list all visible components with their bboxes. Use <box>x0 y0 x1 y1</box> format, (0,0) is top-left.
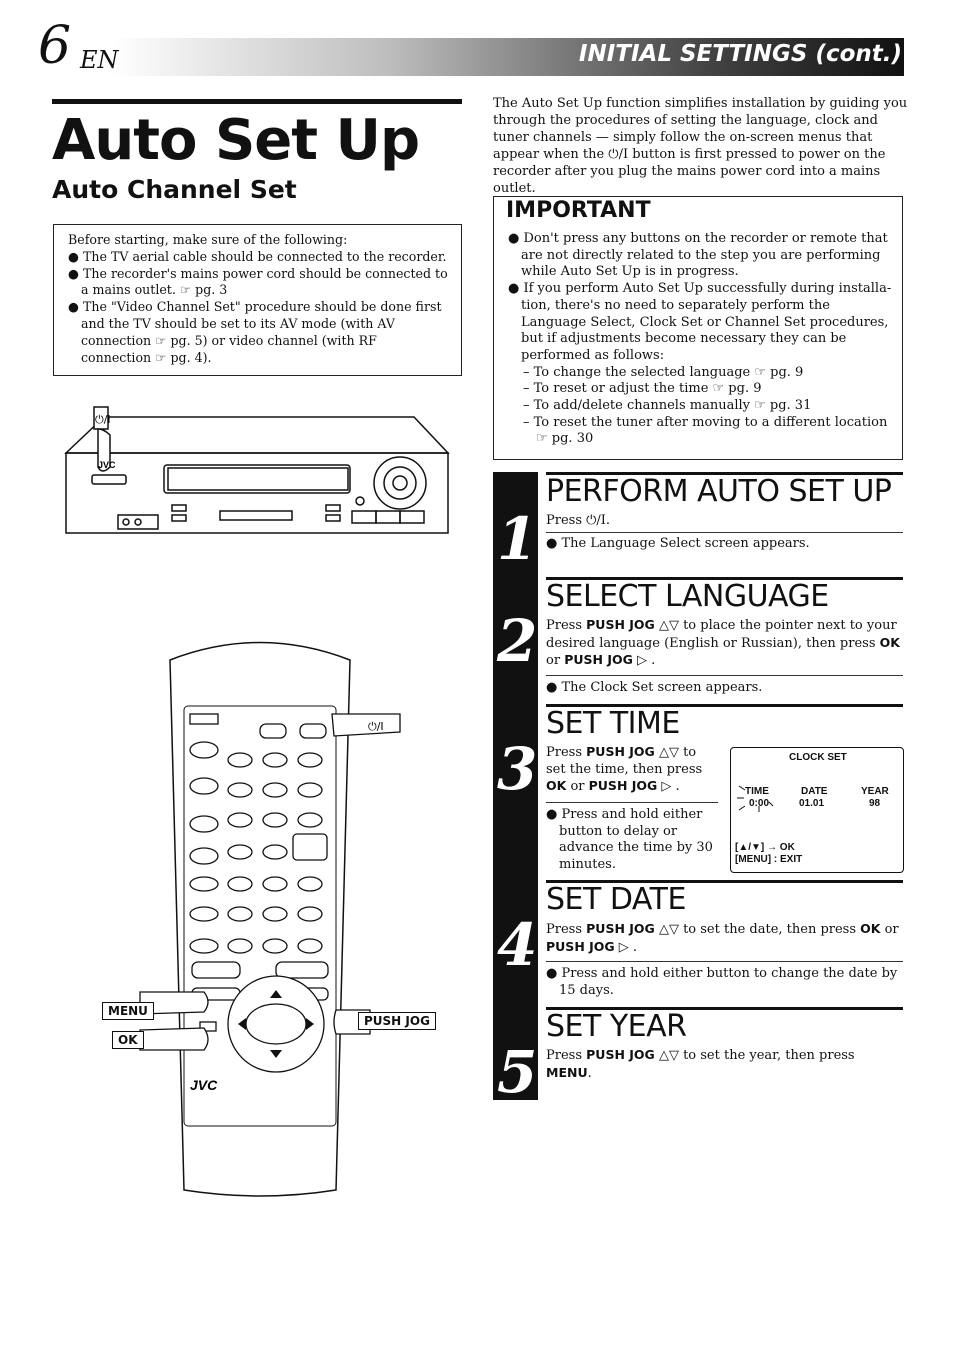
important-item: ● If you perform Auto Set Up successfull… <box>508 281 892 363</box>
vcr-illustration: JVC ⏻/I <box>64 406 450 534</box>
divider <box>546 532 903 533</box>
divider <box>546 675 903 676</box>
step-number: 3 <box>497 735 538 803</box>
step-number: 1 <box>497 505 538 573</box>
prerequisites-box: Before starting, make sure of the follow… <box>53 224 462 376</box>
year-value: 98 <box>869 798 881 809</box>
ok-callout: OK <box>112 1031 144 1049</box>
clock-nav-hint: [▲/▼] → OK <box>735 842 795 853</box>
header-bar <box>112 38 904 76</box>
intro-paragraph: The Auto Set Up function simplifies inst… <box>493 96 908 196</box>
divider <box>546 802 718 803</box>
menu-callout: MENU <box>102 1002 154 1020</box>
remote-power-label: ⏻/I <box>368 720 384 733</box>
step-number: 5 <box>497 1038 538 1106</box>
important-item: ● Don't press any buttons on the recorde… <box>508 231 888 280</box>
step-rule <box>546 577 903 580</box>
date-value: 01.01 <box>799 798 825 809</box>
prerequisite-item: ● The TV aerial cable should be connecte… <box>68 248 447 264</box>
vcr-power-label: ⏻/I <box>95 413 111 426</box>
remote-buttons <box>189 713 329 1073</box>
title-rule <box>52 99 462 104</box>
step-note: ● Press and hold either button to change… <box>546 966 898 998</box>
divider <box>546 961 903 962</box>
page-title: Auto Set Up <box>52 108 420 173</box>
prerequisites-intro: Before starting, make sure of the follow… <box>68 232 348 247</box>
step-text: Press PUSH JOG △▽ to place the pointer n… <box>546 617 900 669</box>
date-label: DATE <box>801 786 828 797</box>
time-value: 0:00 <box>749 798 770 809</box>
clock-screen-title: CLOCK SET <box>789 752 847 763</box>
push-jog-callout: PUSH JOG <box>358 1012 436 1030</box>
important-title: IMPORTANT <box>506 198 651 223</box>
step-text: Press PUSH JOG △▽ to set the year, then … <box>546 1047 855 1081</box>
step-rule <box>546 472 903 475</box>
step-note: ● Press and hold either button to delay … <box>546 807 713 872</box>
step-text: Press ⏻/I. <box>546 513 611 528</box>
page-subtitle: Auto Channel Set <box>52 175 297 204</box>
step-note: ● The Clock Set screen appears. <box>546 680 763 695</box>
time-label: TIME <box>745 786 769 797</box>
important-subitem: – To change the selected language ☞ pg. … <box>523 364 804 380</box>
important-box: IMPORTANT ● Don't press any buttons on t… <box>493 196 903 460</box>
step-rule <box>546 704 903 707</box>
step-number-column <box>493 472 538 1100</box>
step-heading: SET YEAR <box>546 1009 687 1044</box>
step-heading: PERFORM AUTO SET UP <box>546 474 892 509</box>
step-text: Press PUSH JOG △▽ to set the date, then … <box>546 921 899 955</box>
blink-marks-icon <box>737 785 774 812</box>
important-subitem: – To add/delete channels manually ☞ pg. … <box>523 398 812 414</box>
step-heading: SET TIME <box>546 706 680 741</box>
step-number: 4 <box>497 911 538 979</box>
step-rule <box>546 880 903 883</box>
step-rule <box>546 1007 903 1010</box>
important-subitem: – To reset the tuner after moving to a d… <box>523 414 888 447</box>
prerequisite-item: ● The recorder's mains power cord should… <box>68 265 448 298</box>
clock-set-screen: CLOCK SET TIME 0:00 DATE 01.01 YEAR 98 [… <box>730 747 904 873</box>
page-language: EN <box>80 46 119 74</box>
step-heading: SELECT LANGUAGE <box>546 579 829 614</box>
clock-exit-hint: [MENU] : EXIT <box>735 854 803 865</box>
remote-brand: JVC <box>190 1077 218 1093</box>
important-subitem: – To reset or adjust the time ☞ pg. 9 <box>523 381 762 397</box>
page-number: 6 <box>38 16 72 76</box>
step-note: ● The Language Select screen appears. <box>546 536 810 551</box>
step-text: Press PUSH JOG △▽ to set the time, then … <box>546 744 703 795</box>
vcr-brand: JVC <box>98 460 116 470</box>
prerequisite-item: ● The "Video Channel Set" procedure shou… <box>68 299 442 365</box>
step-heading: SET DATE <box>546 882 686 917</box>
section-title: INITIAL SETTINGS (cont.) <box>578 41 902 67</box>
year-label: YEAR <box>861 786 889 797</box>
remote-illustration: JVC ⏻/I <box>139 641 401 1197</box>
step-number: 2 <box>497 607 538 675</box>
